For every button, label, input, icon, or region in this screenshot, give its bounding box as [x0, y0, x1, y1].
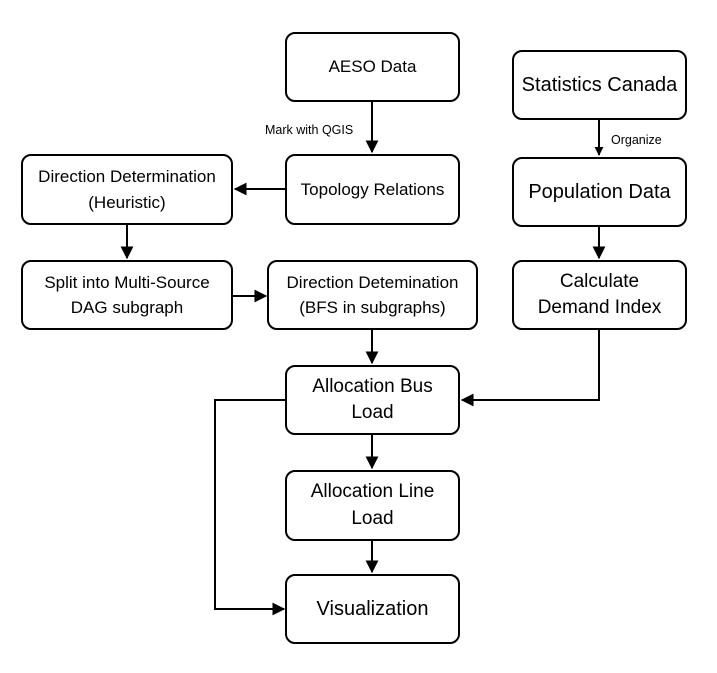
node-direction-heuristic-line1: Direction Determination: [38, 167, 216, 186]
node-allocation-bus-load: Allocation Bus Load: [285, 365, 460, 435]
edge-alloc-bus-visualization: [214, 399, 286, 616]
node-calculate-demand-index-line1: Calculate: [559, 270, 640, 292]
edge-label-organize: Organize: [611, 133, 662, 147]
node-direction-bfs: Direction Detemination (BFS in subgraphs…: [267, 260, 478, 330]
node-topology-relations: Topology Relations: [285, 154, 460, 225]
node-direction-heuristic-line2: (Heuristic): [88, 192, 166, 212]
node-population-data-label: Population Data: [528, 181, 671, 203]
node-direction-heuristic: Direction Determination (Heuristic): [21, 154, 233, 225]
node-calculate-demand-index: Calculate Demand Index: [512, 260, 687, 330]
node-aeso-data-label: AESO Data: [328, 57, 417, 77]
node-topology-relations-label: Topology Relations: [300, 179, 445, 199]
node-allocation-line-load-line2: Load: [351, 507, 394, 529]
node-allocation-bus-load-line1: Allocation Bus: [312, 375, 433, 397]
node-statistics-canada: Statistics Canada: [512, 50, 687, 120]
node-aeso-data: AESO Data: [285, 32, 460, 102]
node-statistics-canada-label: Statistics Canada: [521, 74, 678, 96]
node-direction-bfs-line1: Direction Detemination: [286, 272, 459, 292]
node-split-dag: Split into Multi-Source DAG subgraph: [21, 260, 233, 330]
node-visualization: Visualization: [285, 574, 460, 644]
node-visualization-label: Visualization: [316, 598, 429, 620]
node-allocation-bus-load-line2: Load: [351, 402, 394, 423]
node-split-dag-line2: DAG subgraph: [70, 298, 184, 317]
node-allocation-line-load: Allocation Line Load: [285, 470, 460, 541]
edge-demand-alloc-bus: [460, 330, 600, 407]
node-calculate-demand-index-line2: Demand Index: [537, 297, 662, 318]
node-split-dag-line1: Split into Multi-Source: [44, 272, 210, 292]
edge-label-mark-with-qgis: Mark with QGIS: [265, 123, 354, 137]
node-allocation-line-load-line1: Allocation Line: [310, 481, 435, 503]
node-population-data: Population Data: [512, 157, 687, 227]
node-direction-bfs-line2: (BFS in subgraphs): [299, 298, 446, 317]
